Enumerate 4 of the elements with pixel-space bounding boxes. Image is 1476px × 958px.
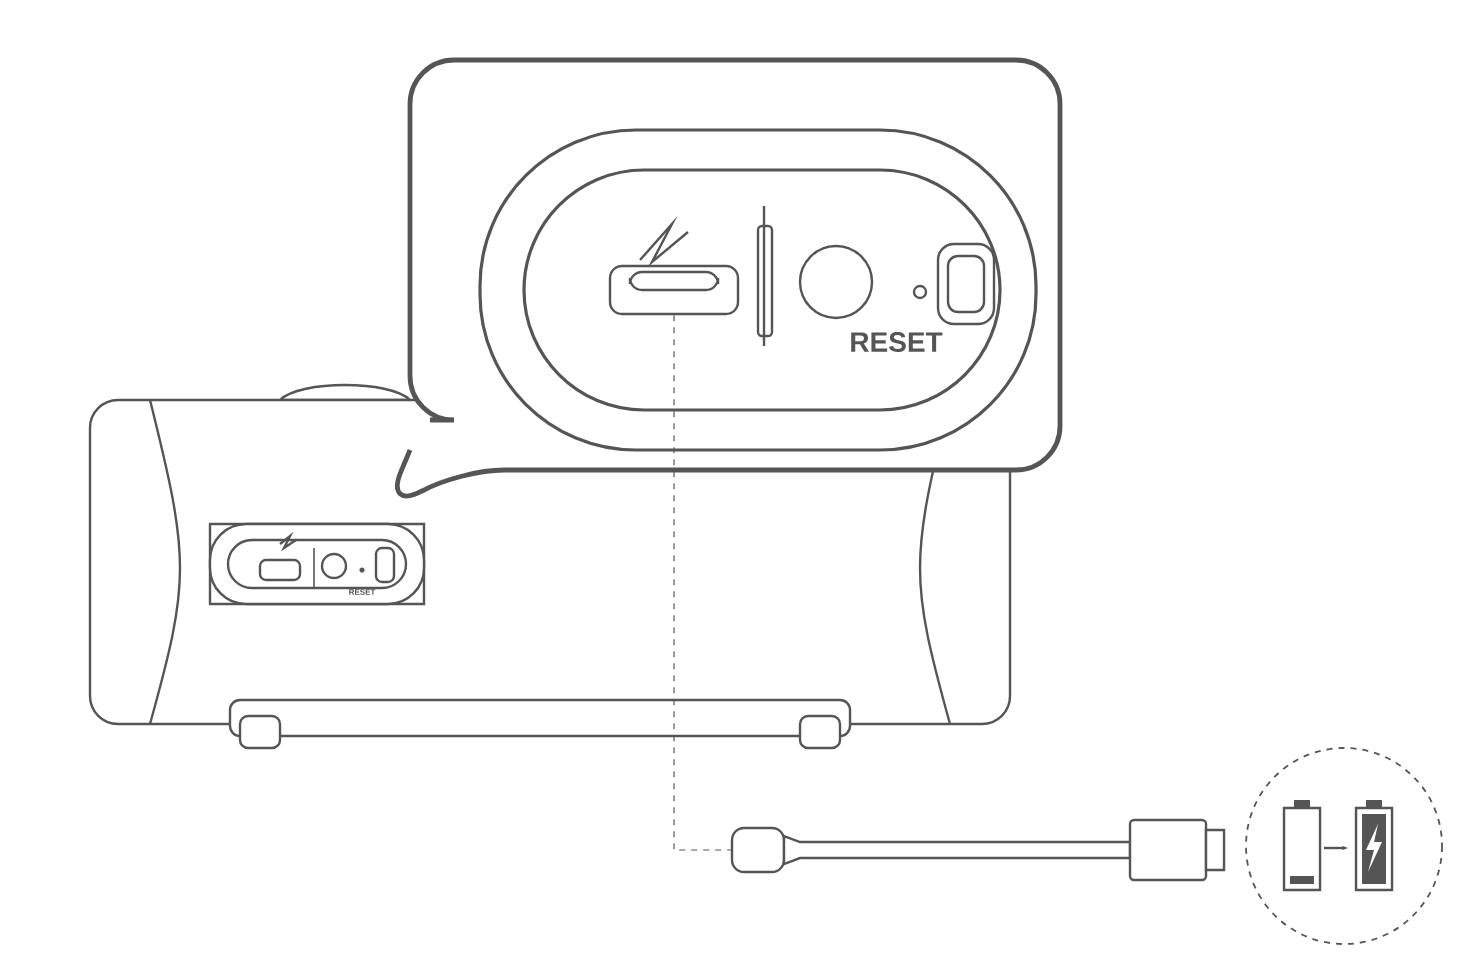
cable-plug [730,826,786,874]
usb-c-port [608,264,740,316]
reset-label: RESET [851,332,943,352]
leader-line [673,314,732,851]
